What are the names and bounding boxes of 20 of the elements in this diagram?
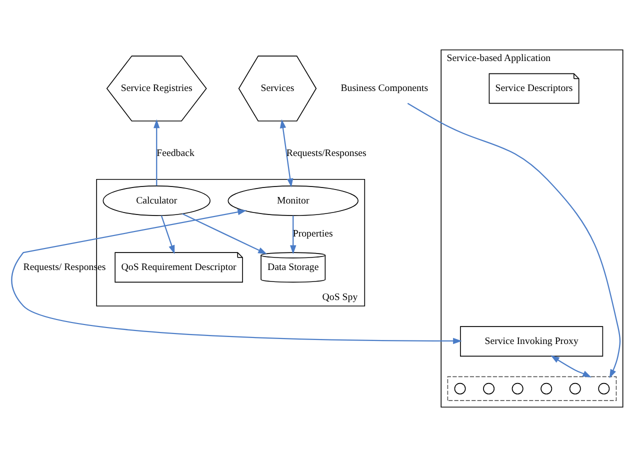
node-circle [454, 382, 466, 394]
node-circle [483, 382, 495, 394]
node-text: Business Components [340, 82, 428, 94]
arrow [290, 215, 296, 254]
edge-label: Feedback [156, 148, 194, 159]
arrow [11, 208, 462, 344]
arrow [407, 102, 621, 378]
arrow [154, 118, 160, 186]
arrow [280, 118, 294, 187]
arrow [160, 214, 175, 254]
node-ellipse: Calculator [102, 185, 210, 216]
arrow [182, 212, 268, 254]
edge-label: Requests/Responses [286, 148, 366, 159]
node-circle [540, 382, 552, 394]
node-circle [569, 382, 581, 394]
node-box: Service Invoking Proxy [460, 326, 604, 356]
node-circle [512, 382, 524, 394]
cluster [447, 376, 617, 400]
arrow [550, 354, 592, 377]
node-circle [598, 382, 610, 394]
